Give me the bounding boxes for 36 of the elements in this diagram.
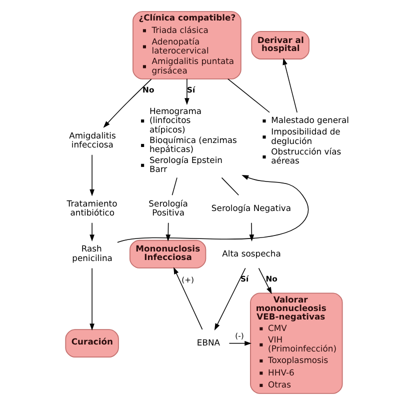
edge-label: Sí <box>240 274 248 284</box>
node-text: Tratamiento antibiótico <box>66 198 117 218</box>
node-box: Curación <box>64 329 118 358</box>
arrow <box>258 268 272 294</box>
connector <box>220 177 238 196</box>
connector <box>227 78 270 113</box>
edge-label: Sí <box>186 86 195 95</box>
arrow <box>102 78 152 128</box>
arrow <box>184 78 189 105</box>
node-text: Alta sospecha <box>222 248 280 258</box>
arrow <box>89 154 94 196</box>
node-text: Serología Negativa <box>210 203 291 214</box>
edge-label: No <box>265 274 277 284</box>
node-text: Rash penicilina <box>72 244 112 263</box>
edge-label: (-) <box>234 332 244 341</box>
arrow <box>214 268 246 330</box>
node-text: Hemograma (linfocitos atípicos) Bioquímica (enzimas hepáticas) Serología Epstein Barr <box>148 106 236 174</box>
arrow <box>282 58 297 113</box>
node-box: Derivar al hospital <box>250 31 309 60</box>
arrow <box>173 267 202 330</box>
node-text: Malestado general Imposibilidad de deglución Obstrucción vías aéreas <box>270 115 348 166</box>
arrow <box>165 222 170 242</box>
arrow <box>228 340 252 346</box>
edge-label: No <box>142 86 154 95</box>
arrow <box>116 175 308 243</box>
connector <box>171 177 177 196</box>
node-box: ¿Clínica compatible? Triada clásica Adenopatía laterocervical Amigdalitis puntata grisácea <box>132 11 241 80</box>
node-text: Serología Positiva <box>148 198 188 218</box>
node-text: Amigdalitis infecciosa <box>68 130 116 150</box>
node-text: EBNA <box>196 337 220 348</box>
node-box: Valorar mononucleosis VEB-negativas CMV VIH (Primoinfección) Toxoplasmosis HHV-6 Otras <box>250 292 342 394</box>
arrow <box>248 222 254 242</box>
arrow <box>89 268 94 331</box>
node-box: Mononuclosis Infecciosa <box>128 240 206 268</box>
edge-label: (+) <box>181 275 194 284</box>
arrow <box>89 222 94 242</box>
